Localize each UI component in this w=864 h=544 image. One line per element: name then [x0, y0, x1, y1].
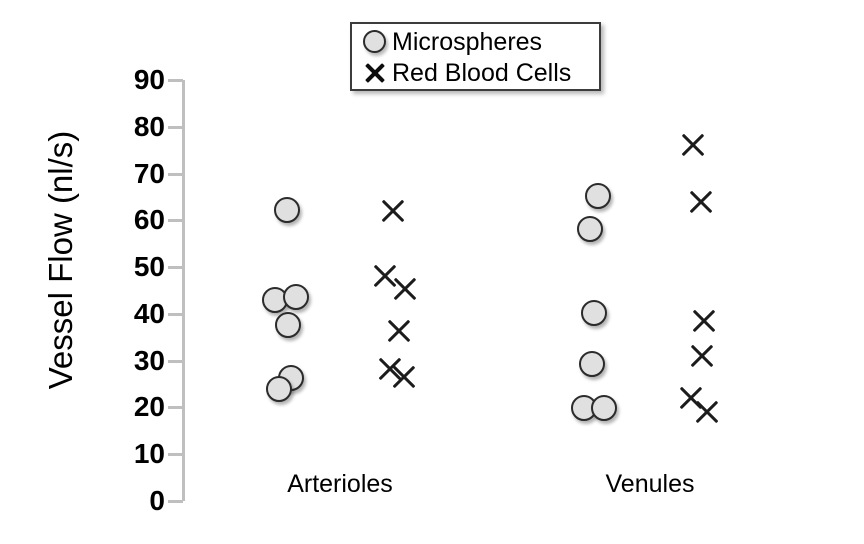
data-point-microspheres[interactable] [577, 215, 603, 242]
y-tick-mark [168, 312, 183, 316]
y-tick-mark [168, 500, 183, 503]
y-tick-label-80: 80 [133, 110, 165, 142]
data-point-red-blood-cells[interactable] [379, 197, 407, 225]
x-axis-label-venules: Venules [605, 470, 695, 498]
legend-item-red-blood-cells[interactable]: Red Blood Cells [352, 57, 599, 89]
y-tick-label-30: 30 [133, 344, 165, 376]
data-point-microspheres[interactable] [585, 182, 611, 209]
chart-legend: Microspheres Red Blood Cells [350, 22, 601, 91]
data-point-microspheres[interactable] [275, 312, 301, 339]
y-tick-label-40: 40 [133, 297, 165, 329]
legend-item-microspheres[interactable]: Microspheres [352, 26, 599, 58]
data-point-microspheres[interactable] [591, 395, 617, 422]
y-tick-mark [168, 359, 183, 363]
y-tick-mark [168, 172, 183, 176]
legend-x-marker-icon [352, 57, 392, 89]
data-point-red-blood-cells[interactable] [385, 317, 413, 345]
legend-label-red-blood-cells: Red Blood Cells [392, 58, 572, 87]
data-point-red-blood-cells[interactable] [688, 342, 716, 370]
y-tick-label-10: 10 [133, 438, 165, 470]
y-axis-line [182, 80, 185, 501]
data-point-microspheres[interactable] [581, 299, 607, 326]
data-point-red-blood-cells[interactable] [391, 275, 419, 303]
data-point-microspheres[interactable] [579, 350, 605, 377]
data-point-red-blood-cells[interactable] [690, 307, 718, 335]
y-axis-tick-labels: 90 80 70 60 50 40 30 20 10 0 [103, 0, 165, 544]
y-tick-mark [168, 453, 183, 457]
data-point-microspheres[interactable] [283, 283, 309, 310]
y-tick-mark [168, 125, 183, 129]
data-point-microspheres[interactable] [274, 197, 300, 224]
x-axis-label-arterioles: Arterioles [287, 470, 393, 498]
y-tick-label-70: 70 [133, 157, 165, 189]
legend-circle-marker-icon [352, 26, 392, 58]
y-tick-mark [168, 79, 183, 82]
y-tick-label-20: 20 [133, 391, 165, 423]
data-point-red-blood-cells[interactable] [390, 363, 418, 391]
y-tick-mark [168, 266, 183, 270]
data-point-red-blood-cells[interactable] [679, 131, 707, 159]
data-point-red-blood-cells[interactable] [687, 188, 715, 216]
y-tick-label-90: 90 [133, 64, 165, 95]
y-axis-title: Vessel Flow (nl/s) [42, 130, 79, 390]
y-tick-label-60: 60 [133, 204, 165, 236]
legend-label-microspheres: Microspheres [392, 27, 543, 56]
y-tick-label-0: 0 [149, 485, 165, 516]
y-tick-mark [168, 406, 183, 410]
data-point-red-blood-cells[interactable] [693, 398, 721, 426]
data-point-microspheres[interactable] [266, 375, 292, 402]
y-tick-label-50: 50 [133, 251, 165, 283]
y-tick-mark [168, 219, 183, 223]
